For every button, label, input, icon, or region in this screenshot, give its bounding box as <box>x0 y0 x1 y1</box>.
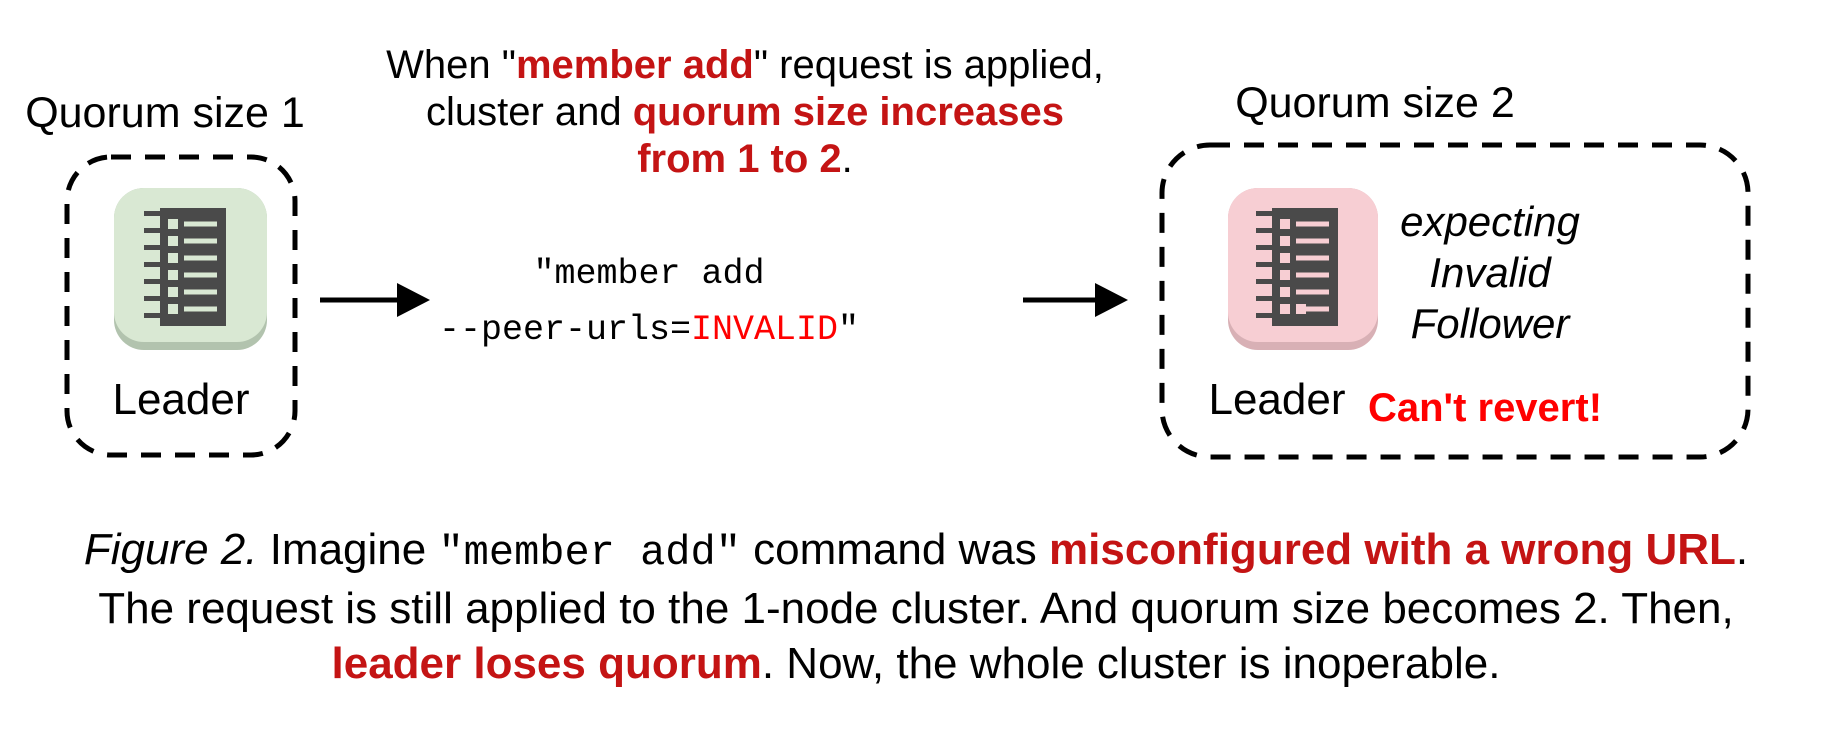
member-add-note: When "member add" request is applied, cl… <box>385 42 1105 183</box>
caption-line-3: leader loses quorum. Now, the whole clus… <box>331 639 1501 688</box>
note-line-3: from 1 to 2. <box>637 137 853 181</box>
left-leader-label: Leader <box>112 375 250 424</box>
leader-node-pink <box>1228 188 1378 350</box>
figure-caption: Figure 2. Imagine "member add" command w… <box>0 522 1832 691</box>
command-line-1: "member add <box>533 254 765 294</box>
left-quorum-boundary <box>64 154 298 458</box>
right-quorum-boundary <box>1159 142 1751 460</box>
ledger-log-icon <box>1256 208 1338 326</box>
right-leader-label: Leader <box>1208 375 1346 424</box>
expecting-invalid-follower-note: expecting Invalid Follower <box>1400 198 1580 347</box>
arrow-left-to-command-icon <box>320 283 430 317</box>
right-quorum-heading: Quorum size 2 <box>1235 79 1515 127</box>
note-line-1: When "member add" request is applied, <box>386 43 1104 87</box>
caption-line-2: The request is still applied to the 1-no… <box>98 584 1734 633</box>
ledger-log-icon <box>144 208 226 326</box>
note-line-2: cluster and quorum size increases <box>425 90 1065 134</box>
cant-revert-warning: Can't revert! <box>1367 386 1603 430</box>
arrow-command-to-right-icon <box>1023 283 1128 317</box>
left-quorum-heading: Quorum size 1 <box>25 89 305 137</box>
caption-line-1: Figure 2. Imagine "member add" command w… <box>83 525 1749 577</box>
leader-node-green <box>114 188 267 350</box>
command-line-2: --peer-urls=INVALID" <box>438 310 860 350</box>
member-add-command: "member add --peer-urls=INVALID" <box>309 246 989 358</box>
